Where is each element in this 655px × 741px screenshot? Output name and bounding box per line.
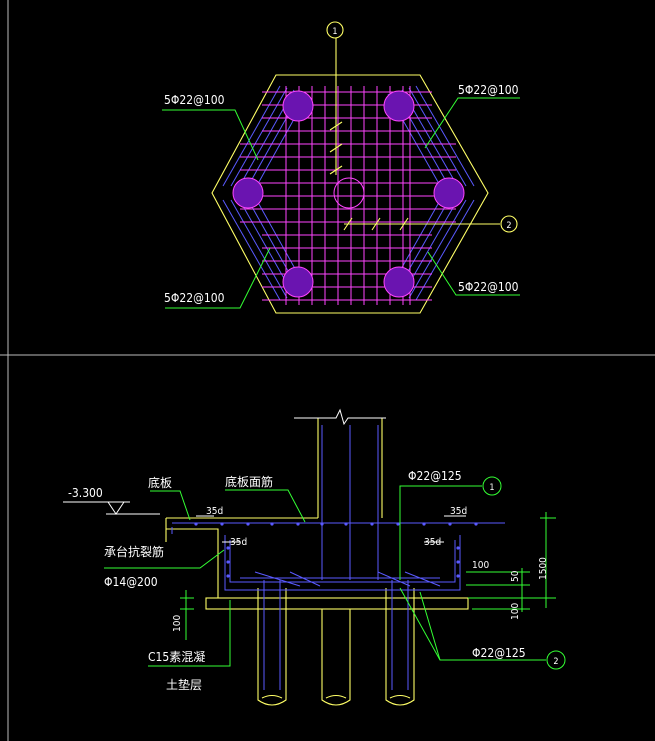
hexagon-outline	[211, 74, 489, 314]
section-mark-1-circle[interactable]	[326, 21, 344, 39]
rebar-label-bottom-right: 5Φ22@100	[458, 280, 519, 294]
concrete-label: C15素混凝	[148, 649, 205, 664]
cap-rebar-dots	[194, 522, 478, 578]
bottom-rebar-mark-circle[interactable]	[546, 650, 566, 670]
pile-left	[232, 177, 264, 209]
column-outline	[294, 408, 386, 580]
base-plate-label: 底板	[148, 475, 172, 490]
bottom-rebar-mark: 2	[553, 657, 558, 667]
anchor-left-side: 35d	[230, 537, 247, 548]
section-mark-2: 2	[506, 221, 511, 231]
anchor-marks	[196, 515, 466, 543]
dim-1500: 1500	[538, 557, 549, 580]
pile-cap-plan: 1 2 5Φ22@100 5Φ22@100 5Φ22@100 5Φ22@100	[162, 21, 520, 314]
dimension-lines	[180, 512, 556, 640]
side-rebar-label: 承台抗裂筋	[104, 544, 164, 559]
anchor-right-top: 35d	[450, 506, 467, 517]
pile-center	[333, 177, 365, 209]
section-mark-2-circle[interactable]	[500, 215, 518, 233]
orthogonal-rebar-grid	[240, 86, 456, 305]
concrete-label-2: 土垫层	[166, 677, 202, 692]
section-piles	[257, 588, 415, 706]
pile-bottom-right	[383, 266, 415, 298]
elevation-marker	[63, 501, 160, 515]
pile-rebar	[263, 580, 409, 690]
rebar-label-top-left: 5Φ22@100	[164, 93, 225, 107]
rebar-label-top-right: 5Φ22@100	[458, 83, 519, 97]
pile-right	[433, 177, 465, 209]
pile-top-right	[383, 90, 415, 122]
elevation-label: -3.300	[68, 486, 103, 500]
top-rebar-mark: 1	[489, 483, 494, 493]
pile-bottom-left	[282, 266, 314, 298]
dim-100-right: 100	[472, 560, 489, 571]
anchor-left-top: 35d	[206, 506, 223, 517]
top-rebar-mark-circle[interactable]	[482, 476, 502, 496]
cap-rebar	[171, 522, 505, 591]
pile-cap-section: 35d 35d 35d 35d -3.300 底板 底板面筋 Φ22@125 1…	[63, 408, 566, 706]
side-rebar-spec: Φ14@200	[104, 575, 158, 589]
anchor-right-side: 35d	[424, 537, 441, 548]
pile-top-left	[282, 90, 314, 122]
bottom-rebar-label: Φ22@125	[472, 646, 526, 660]
dim-50: 50	[510, 570, 521, 582]
section-cut-lines	[329, 38, 500, 231]
section-mark-1: 1	[332, 27, 337, 37]
pile-circles	[232, 90, 465, 298]
dim-100-left: 100	[172, 615, 183, 632]
concrete-cushion	[205, 597, 469, 610]
dim-100-bottom: 100	[510, 603, 521, 620]
rebar-label-bottom-left: 5Φ22@100	[164, 291, 225, 305]
top-rebar-label: Φ22@125	[408, 469, 462, 483]
base-top-rebar-label: 底板面筋	[225, 474, 273, 489]
plan-leaders	[162, 97, 520, 309]
